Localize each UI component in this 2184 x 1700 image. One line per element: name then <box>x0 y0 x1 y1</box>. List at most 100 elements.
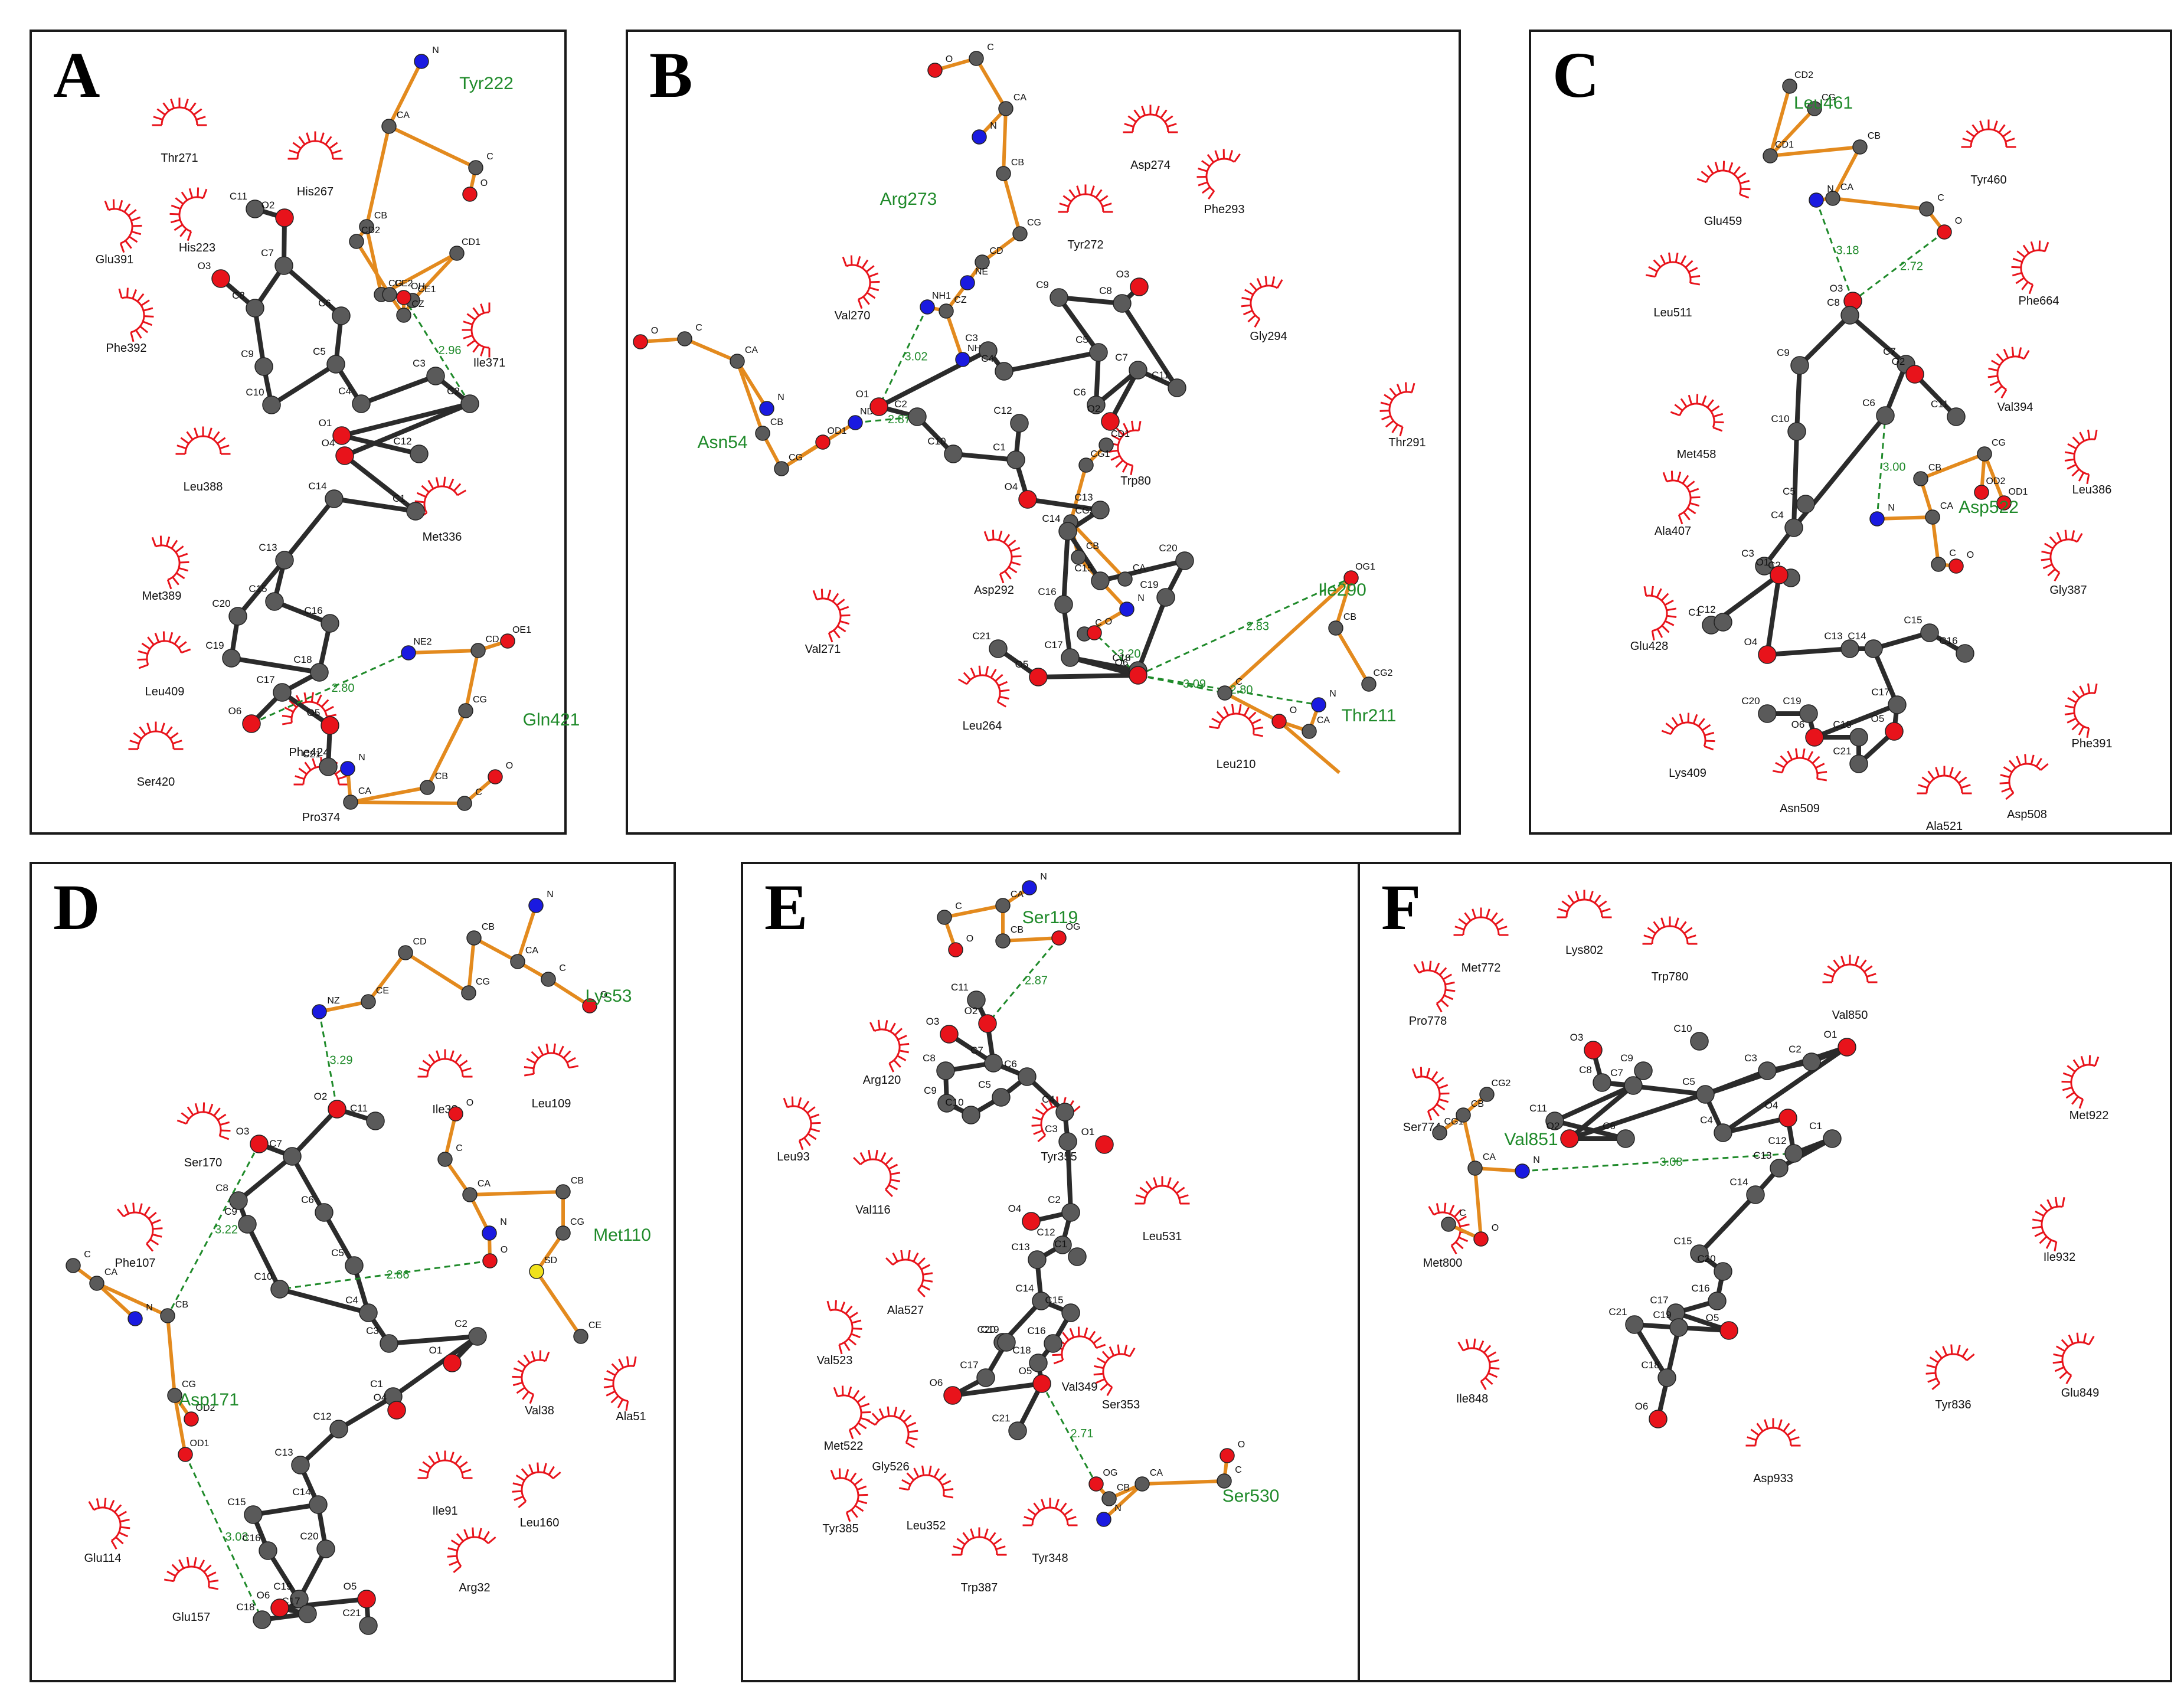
hydrophobic-residue-label: Gly526 <box>872 1460 909 1473</box>
hydrophobic-contact <box>512 1350 550 1404</box>
ligand-atom-label: C13 <box>1011 1241 1029 1253</box>
eyelash-tick <box>208 1580 219 1583</box>
residue-bond <box>1931 516 1940 565</box>
residue-atom <box>995 933 1011 949</box>
residue-atom <box>127 1311 143 1326</box>
ligand-atom <box>359 1616 378 1635</box>
hydrophobic-residue-label: Met922 <box>2069 1109 2109 1122</box>
eyelash-tick <box>865 265 875 273</box>
hydrophobic-contact <box>1453 907 1509 936</box>
ligand-atom <box>976 1368 995 1387</box>
ligand-atom <box>253 1610 272 1629</box>
eyelash-tick <box>890 1179 901 1182</box>
eyelash-tick <box>1083 1327 1088 1338</box>
eyelash-arc <box>155 544 181 581</box>
residue-atom <box>462 187 478 202</box>
ligand-atom-label: C9 <box>1036 279 1049 290</box>
eyelash-tick <box>1405 382 1407 393</box>
eyelash-tick <box>96 1498 100 1508</box>
eyelash-tick <box>885 1257 894 1266</box>
residue-atom <box>482 1225 497 1241</box>
eyelash-tick <box>1931 1382 1940 1391</box>
eyelash-arc <box>2020 249 2045 286</box>
residue-atom-label: CA <box>1840 182 1854 192</box>
hydrophobic-residue-label: Phe107 <box>115 1257 156 1270</box>
residue-atom <box>461 985 476 1001</box>
eyelash-tick <box>416 492 427 498</box>
hbond-residue-label: Leu461 <box>1794 93 1853 113</box>
residue-atom-label: N <box>358 753 365 763</box>
eyelash-tick <box>862 296 870 305</box>
hydrophobic-contact <box>2032 1196 2065 1252</box>
eyelash-arc <box>521 1359 546 1395</box>
eyelash-tick <box>2087 429 2091 440</box>
eyelash-tick <box>1650 586 1654 596</box>
eyelash-tick <box>304 761 312 771</box>
ligand-atom <box>1061 648 1080 667</box>
residue-atom-label: O <box>651 326 658 336</box>
residue-atom-label: O <box>1238 1440 1245 1450</box>
hbond-distance: 3.29 <box>330 1054 353 1067</box>
hydrophobic-contact <box>282 692 337 725</box>
eyelash-tick <box>2041 550 2051 555</box>
eyelash-tick <box>109 1499 115 1510</box>
ligand-atom-label: C21 <box>342 1607 361 1619</box>
ligand-atom-label: C10 <box>927 436 946 447</box>
ligand-atom <box>1947 407 1966 426</box>
eyelash-tick <box>147 636 155 646</box>
hbond-residue-label: Val851 <box>1504 1130 1558 1149</box>
hydrophobic-contact <box>164 1557 219 1590</box>
eyelash-tick <box>178 567 189 572</box>
ligand-atom-label: C2 <box>894 398 907 410</box>
hbond-residue-label: Ile290 <box>1318 580 1366 600</box>
hydrophobic-contact <box>287 131 343 160</box>
panel-letter: F <box>1381 871 1421 943</box>
ligand-bond <box>1568 1083 1635 1141</box>
hydrophobic-residue-label: Met389 <box>142 590 182 603</box>
ligand-atom <box>1696 1085 1715 1104</box>
ligand-atom-label: C16 <box>304 605 322 616</box>
ligand-atom <box>380 1334 398 1353</box>
residue-atom-label: O <box>946 54 953 64</box>
eyelash-tick <box>518 1500 527 1509</box>
hydrophobic-residue-label: Leu388 <box>184 480 223 493</box>
ligand-atom <box>1022 1212 1041 1231</box>
eyelash-arc <box>1651 925 1689 944</box>
eyelash-tick <box>162 102 170 112</box>
ligand-atom-label: C9 <box>1777 347 1790 358</box>
residue-bond <box>443 1113 457 1160</box>
eyelash-tick <box>985 666 989 676</box>
residue-atom <box>1913 471 1928 486</box>
eyelash-tick <box>103 1498 107 1508</box>
eyelash-tick <box>184 99 189 109</box>
eyelash-tick <box>890 1022 896 1032</box>
eyelash-tick <box>806 1106 816 1114</box>
ligand-bond <box>1722 1116 1789 1135</box>
eyelash-tick <box>1381 415 1391 421</box>
eyelash-tick <box>181 1112 190 1120</box>
eyelash-tick <box>941 1480 952 1486</box>
hydrogen-bond <box>878 306 928 407</box>
residue-atom <box>437 1152 453 1167</box>
eyelash-tick <box>1011 555 1022 558</box>
eyelash-tick <box>1214 150 1219 161</box>
residue-atom <box>184 1411 199 1427</box>
eyelash-tick <box>1671 717 1679 726</box>
ligand-atom <box>1593 1073 1611 1092</box>
eyelash-tick <box>855 1505 864 1512</box>
eyelash-tick <box>1003 534 1011 543</box>
ligand-atom-label: C8 <box>923 1052 936 1064</box>
eyelash-tick <box>848 1429 854 1440</box>
eyelash-tick <box>1833 959 1840 969</box>
eyelash-arc <box>1654 261 1692 283</box>
eyelash-tick <box>1167 123 1177 128</box>
hydrophobic-residue-label: His267 <box>297 185 334 198</box>
hydrophobic-contact <box>462 302 491 358</box>
eyelash-tick <box>329 142 338 149</box>
residue-atom-label: CD <box>989 246 1003 256</box>
eyelash-tick <box>537 1462 540 1473</box>
eyelash-tick <box>843 1342 851 1351</box>
ligand-bond <box>1057 296 1101 354</box>
residue-atom-label: CG2 <box>1492 1078 1511 1088</box>
